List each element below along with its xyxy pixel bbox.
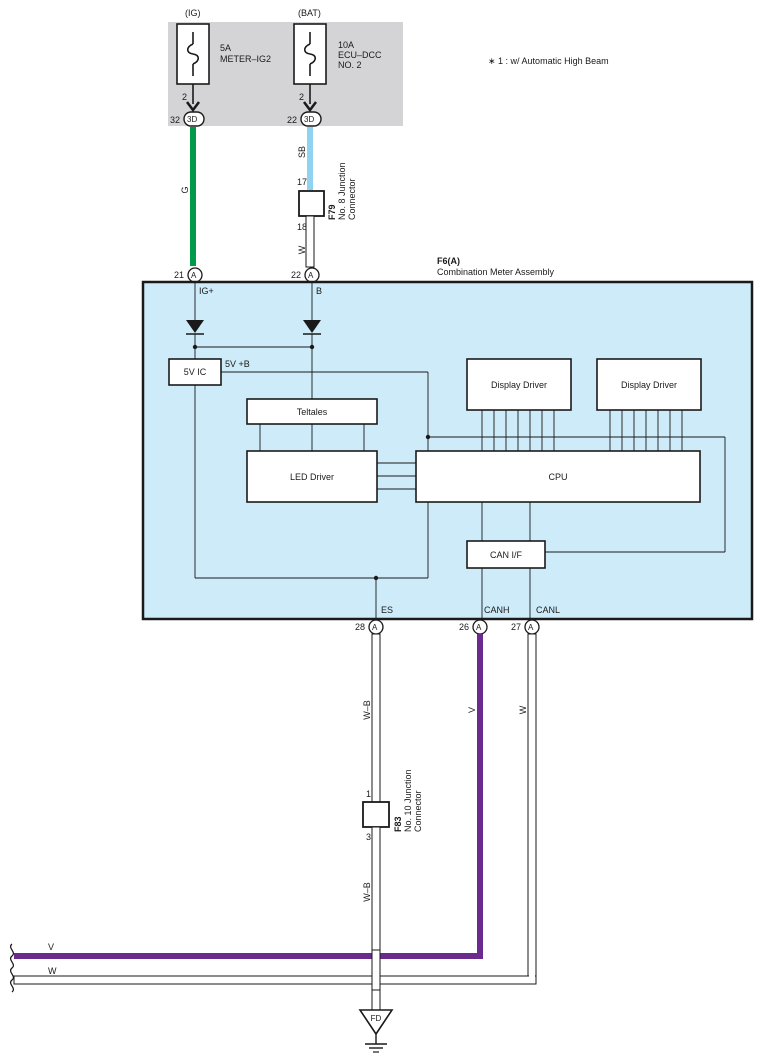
junction-pin: 17 xyxy=(297,177,307,187)
meter-id: F6(A) xyxy=(437,256,460,266)
junction-pin: 3 xyxy=(366,832,371,842)
terminal-22: 22 A xyxy=(291,267,320,283)
meter-name: Combination Meter Assembly xyxy=(437,267,555,277)
fuse-ecu-dcc-no2: (BAT) 10A ECU–DCC NO. 2 2 3D 22 xyxy=(287,8,382,127)
wire-white xyxy=(305,215,315,268)
terminal-conn: A xyxy=(476,623,482,632)
block-label: LED Driver xyxy=(290,472,334,482)
terminal-26: 26 A xyxy=(459,619,488,635)
terminal-number: 22 xyxy=(291,270,301,280)
wire-color-label: G xyxy=(180,186,190,193)
wire-color-label: W xyxy=(48,966,57,976)
fuse-pin: 2 xyxy=(299,92,304,102)
arrow-icon xyxy=(303,101,317,113)
pin-label-canh: CANH xyxy=(484,605,510,615)
block-display-driver-2: Display Driver xyxy=(596,358,702,411)
junction-id: F79 xyxy=(327,204,337,220)
terminal-conn: A xyxy=(191,271,197,280)
block-label: CPU xyxy=(548,472,567,482)
wire-color-label: W–B xyxy=(362,882,372,902)
wire-color-label: W xyxy=(518,705,528,714)
connector-3d xyxy=(183,111,205,127)
fuse-source-label: (BAT) xyxy=(298,8,321,18)
connector-pin: 22 xyxy=(287,115,297,125)
connector-label: 3D xyxy=(187,115,197,124)
junction-name: No. 10 Junction xyxy=(403,769,413,832)
junction-pin: 18 xyxy=(297,222,307,232)
fuse-name: METER–IG2 xyxy=(220,54,271,64)
ic-output-label: 5V +B xyxy=(225,359,250,369)
terminal-number: 27 xyxy=(511,622,521,632)
diode-icon xyxy=(186,320,204,333)
wire-color-label: W xyxy=(297,245,307,254)
wire-color-label: W–B xyxy=(362,700,372,720)
block-label: Display Driver xyxy=(491,380,547,390)
block-can-if: CAN I/F xyxy=(466,540,546,569)
wire-white xyxy=(13,975,537,985)
block-cpu: CPU xyxy=(415,450,701,503)
terminal-number: 26 xyxy=(459,622,469,632)
junction-name-line2: Connector xyxy=(347,178,357,220)
fuse-rating: 10A xyxy=(338,40,354,50)
pin-label-es: ES xyxy=(381,605,393,615)
wire-color-label: V xyxy=(48,942,54,952)
connector-3d xyxy=(300,111,322,127)
terminal-21: 21 A xyxy=(174,267,203,283)
terminal-number: 28 xyxy=(355,622,365,632)
terminal-28: 28 A xyxy=(355,619,384,635)
block-label: CAN I/F xyxy=(490,550,523,560)
fuse-rating: 5A xyxy=(220,43,231,53)
fuse-name: ECU–DCC xyxy=(338,50,382,60)
connector-label: 3D xyxy=(304,115,314,124)
fuse-name-line2: NO. 2 xyxy=(338,60,362,70)
junction-f79: 17 18 F79 No. 8 Junction Connector xyxy=(297,162,357,232)
wire-break-icon xyxy=(9,943,15,993)
terminal-conn: A xyxy=(528,623,534,632)
wire-white-black xyxy=(371,633,381,803)
terminal-conn: A xyxy=(308,271,314,280)
block-label: Display Driver xyxy=(621,380,677,390)
fuse-source-label: (IG) xyxy=(185,8,201,18)
block-teltales: Teltales xyxy=(246,398,378,425)
terminal-number: 21 xyxy=(174,270,184,280)
block-label: 5V IC xyxy=(184,367,207,377)
connector-pin: 32 xyxy=(170,115,180,125)
junction-pin: 1 xyxy=(366,789,371,799)
terminal-conn: A xyxy=(372,623,378,632)
pin-label-b: B xyxy=(316,286,322,296)
diode-icon xyxy=(303,320,321,333)
ground-fd: FD xyxy=(358,1009,394,1053)
pin-label-canl: CANL xyxy=(536,605,560,615)
wire-color-label: SB xyxy=(297,146,307,158)
ground-label: FD xyxy=(371,1014,382,1023)
fuse-pin: 2 xyxy=(182,92,187,102)
arrow-icon xyxy=(186,101,200,113)
block-label: Teltales xyxy=(297,407,328,417)
block-display-driver-1: Display Driver xyxy=(466,358,572,411)
wire-white xyxy=(527,633,537,985)
block-led-driver: LED Driver xyxy=(246,450,378,503)
terminal-27: 27 A xyxy=(511,619,540,635)
block-5v-ic: 5V IC xyxy=(168,358,222,386)
wire-color-label: V xyxy=(467,707,477,713)
fuse-meter-ig2: (IG) 5A METER–IG2 2 3D 32 xyxy=(170,8,271,127)
pin-label-ig: IG+ xyxy=(199,286,214,296)
junction-id: F83 xyxy=(393,816,403,832)
junction-name: No. 8 Junction xyxy=(337,162,347,220)
junction-name-line2: Connector xyxy=(413,790,423,832)
footnote: ∗ 1 : w/ Automatic High Beam xyxy=(488,56,609,66)
